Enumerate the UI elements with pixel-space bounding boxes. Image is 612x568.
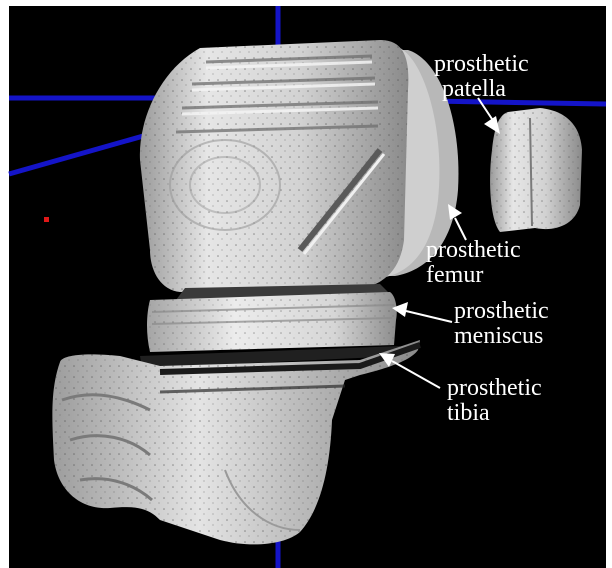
patella-component	[490, 108, 582, 232]
meniscus-label-line1: prosthetic	[454, 299, 549, 323]
femur-label-line2: femur	[426, 263, 483, 287]
femur-component	[140, 40, 459, 292]
patella-label-line2: patella	[442, 77, 506, 101]
red-marker	[44, 217, 49, 222]
tibia-label-line2: tibia	[447, 401, 490, 425]
meniscus-label-line2: meniscus	[454, 324, 543, 348]
patella-label-line1: prosthetic	[434, 52, 529, 76]
femur-label-line1: prosthetic	[426, 238, 521, 262]
tibia-label-line1: prosthetic	[447, 376, 542, 400]
meniscus-component	[140, 284, 402, 368]
